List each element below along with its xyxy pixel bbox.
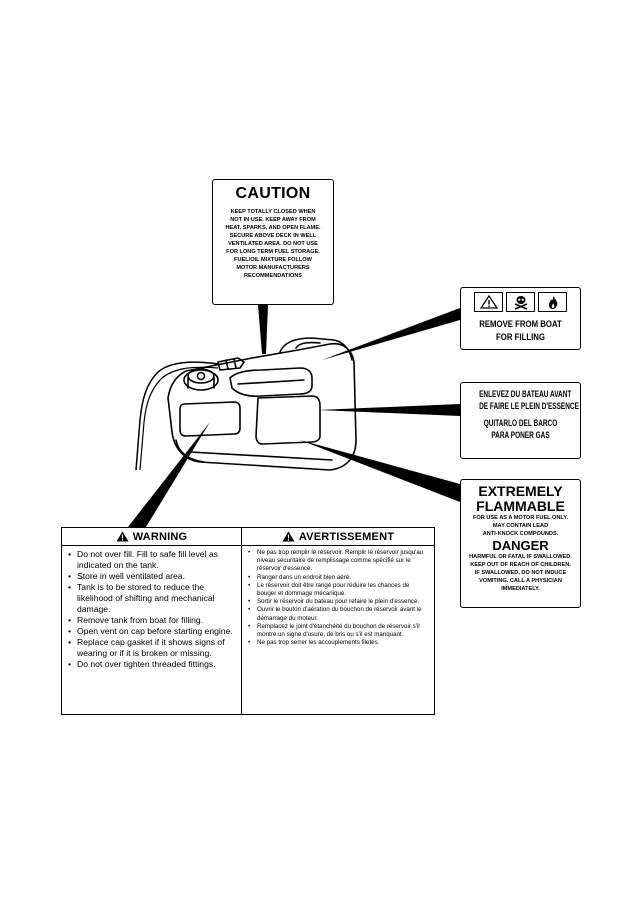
enlevez-line-es: PARA PONER GAS [491, 429, 550, 440]
caution-line: HEAT, SPARKS, AND OPEN FLAME. [225, 225, 321, 231]
flammable-title: FLAMMABLE [476, 498, 565, 514]
list-item: Remove tank from boat for filling. [68, 615, 237, 626]
avertissement-header: AVERTISSEMENT [242, 528, 434, 546]
warning-heading: WARNING [132, 530, 188, 543]
flammable-title: EXTREMELY [478, 483, 563, 499]
danger-heading: DANGER [492, 538, 549, 553]
caution-line: MOTOR MANUFACTURERS [236, 265, 310, 271]
danger-line: HARMFUL OR FATAL IF SWALLOWED. [469, 554, 572, 560]
enlevez-pointer [318, 404, 460, 416]
extremely-flammable-label: EXTREMELY FLAMMABLE FOR USE AS A MOTOR F… [460, 479, 581, 608]
caution-text: KEEP TOTALLY CLOSED WHEN NOT IN USE. KEE… [217, 208, 329, 280]
caution-line: SECURE ABOVE DECK IN WELL [229, 233, 317, 239]
flammable-line: ANTI-KNOCK COMPOUNDS. [482, 531, 559, 537]
remove-line: REMOVE FROM BOAT [479, 319, 562, 330]
list-item: Ne pas trop serrer les accouplements fil… [248, 639, 430, 647]
list-item: Do not over tighten threaded fittings. [68, 659, 237, 670]
list-item: Sortir le réservoir du bateau pour refai… [248, 598, 430, 606]
caution-line: KEEP TOTALLY CLOSED WHEN [230, 209, 316, 215]
list-item: Le réservoir doit être rangé pour réduir… [248, 582, 430, 598]
list-item: Store in well ventilated area. [68, 571, 237, 582]
avertissement-heading: AVERTISSEMENT [298, 530, 395, 543]
enlevez-line-fr: ENLEVEZ DU BATEAU AVANT [479, 389, 572, 399]
flammable-line: FOR USE AS A MOTOR FUEL ONLY. [473, 515, 568, 521]
caution-line: RECOMMENDATIONS [243, 273, 302, 279]
caution-line: NOT IN USE. KEEP AWAY FROM [230, 217, 316, 223]
warning-label: WARNING Do not over fill. Fill to safe f… [61, 527, 435, 715]
fuel-hose [135, 361, 219, 471]
tank-outline [167, 337, 357, 471]
warning-list-en: Do not over fill. Fill to safe fill leve… [62, 546, 241, 670]
warning-list-fr: Ne pas trop remplir le réservoir. Rempli… [242, 546, 434, 648]
enlevez-label: ENLEVEZ DU BATEAU AVANT DE FAIRE LE PLEI… [460, 382, 581, 459]
danger-line: IMMEDIATELY. [501, 586, 540, 592]
caution-line: VENTILATED AREA. DO NOT USE [228, 241, 318, 247]
list-item: Replace cap gasket if it shows signs of … [68, 637, 237, 659]
flammable-line: MAY CONTAIN LEAD [492, 523, 549, 529]
list-item: Do not over fill. Fill to safe fill leve… [68, 549, 237, 571]
danger-line: IF SWALLOWED, DO NOT INDUCE [474, 570, 567, 576]
list-item: Open vent on cap before starting engine. [68, 626, 237, 637]
hazard-icons [464, 292, 577, 312]
flame-icon [538, 292, 567, 312]
remove-line: FOR FILLING [496, 332, 545, 343]
enlevez-line-es: QUITARLO DEL BARCO [483, 418, 558, 428]
warning-triangle-icon [474, 292, 503, 312]
flammable-pointer [300, 440, 460, 502]
warning-column-fr: AVERTISSEMENT Ne pas trop remplir le rés… [242, 528, 434, 714]
skull-crossbones-icon [506, 292, 535, 312]
caution-title: CAUTION [235, 185, 311, 202]
remove-pointer [322, 308, 460, 360]
list-item: Ranger dans un endroit bien aéré. [248, 574, 430, 582]
caution-line: FOR LONG TERM FUEL STORAGE. [226, 249, 320, 255]
danger-line: VOMITING. CALL A PHYSICIAN [479, 578, 562, 584]
list-item: Ouvrir le bouton d'aération du bouchon d… [248, 606, 430, 622]
warning-triangle-icon [116, 531, 129, 542]
danger-line: KEEP OUT OF REACH OF CHILDREN. [470, 562, 571, 568]
warning-pointer [128, 422, 210, 527]
caution-pointer [258, 305, 268, 354]
warning-column-en: WARNING Do not over fill. Fill to safe f… [62, 528, 242, 714]
caution-line: FUEL/OIL MIXTURE FOLLOW [234, 257, 312, 263]
list-item: Remplacez le joint d'étanchéité du bouch… [248, 623, 430, 639]
list-item: Tank is to be stored to reduce the likel… [68, 582, 237, 615]
caution-label: CAUTION KEEP TOTALLY CLOSED WHEN NOT IN … [212, 179, 334, 305]
remove-from-boat-label: REMOVE FROM BOAT FOR FILLING [460, 287, 581, 350]
list-item: Ne pas trop remplir le réservoir. Rempli… [248, 549, 430, 574]
warning-triangle-icon [282, 531, 295, 542]
enlevez-line-fr: DE FAIRE LE PLEIN D'ESSENCE [479, 400, 579, 411]
warning-header: WARNING [62, 528, 241, 546]
